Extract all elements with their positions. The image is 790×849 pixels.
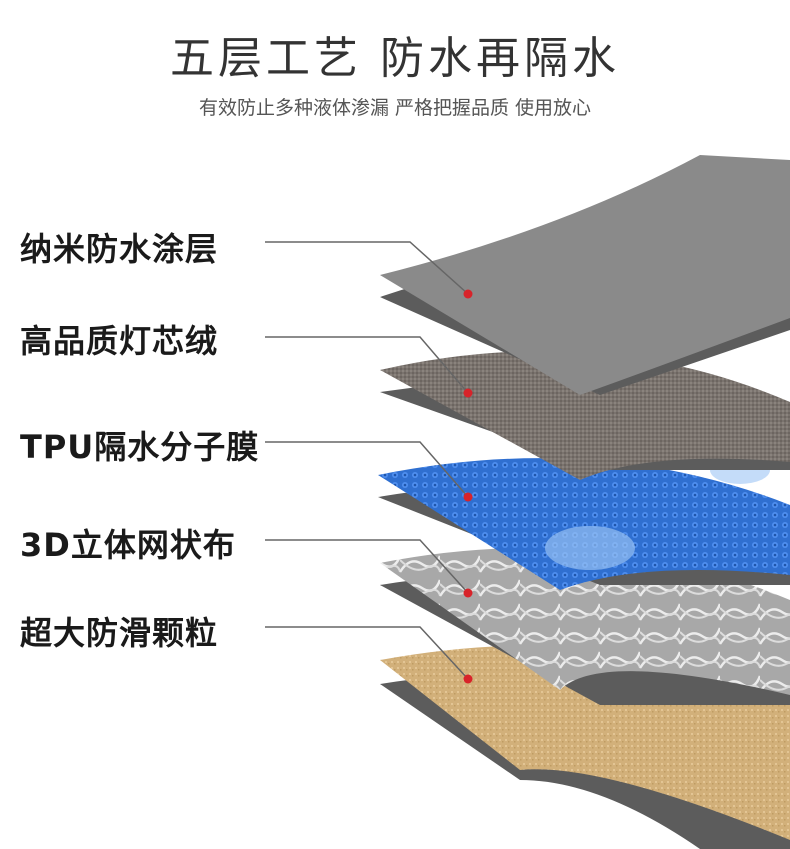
- marker-dot-3: [463, 492, 473, 502]
- leader-line-4: [265, 539, 469, 594]
- marker-dot-5: [463, 674, 473, 684]
- layer-label-4: 3D立体网状布: [20, 526, 236, 564]
- layer-1-surface: [380, 155, 790, 395]
- layer-label-5: 超大防滑颗粒: [20, 614, 219, 652]
- layer-2-corduroy: [380, 351, 790, 480]
- layer-2-surface: [380, 351, 790, 480]
- leader-line-3: [265, 441, 469, 498]
- layer-1-coating: [380, 155, 790, 395]
- marker-dot-2: [463, 388, 473, 398]
- page-subtitle: 有效防止多种液体渗漏 严格把握品质 使用放心: [198, 97, 592, 119]
- layer-label-3: TPU隔水分子膜: [20, 428, 260, 466]
- callout-lines: [265, 241, 473, 684]
- leader-line-5: [265, 626, 469, 680]
- layer-label-2: 高品质灯芯绒: [20, 322, 219, 360]
- marker-dot-1: [463, 289, 473, 299]
- leader-line-2: [265, 336, 469, 394]
- layer-3-surface: [378, 458, 790, 590]
- layer-label-1: 纳米防水涂层: [20, 230, 219, 268]
- page-title: 五层工艺 防水再隔水: [170, 33, 620, 84]
- marker-dot-4: [463, 588, 473, 598]
- leader-line-1: [265, 241, 469, 295]
- layer-3-tpu: [378, 456, 790, 590]
